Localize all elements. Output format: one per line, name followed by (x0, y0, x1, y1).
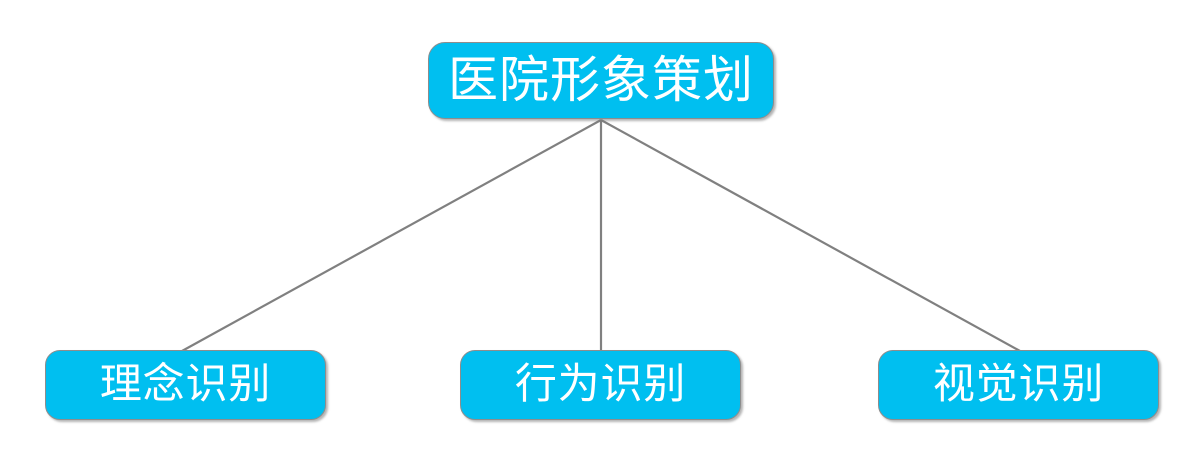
node-root-label: 医院形象策划 (448, 51, 754, 108)
node-child-visual-identity[interactable]: 视觉识别 (878, 350, 1159, 420)
node-child-mind-identity[interactable]: 理念识别 (45, 350, 326, 420)
node-child-behavior-identity[interactable]: 行为识别 (460, 350, 741, 420)
node-child-visual-identity-label: 视觉识别 (932, 360, 1105, 407)
connector-root-to-right (600, 119, 1021, 352)
node-child-behavior-identity-label: 行为识别 (514, 360, 687, 407)
node-child-mind-identity-label: 理念识别 (99, 360, 272, 407)
connector-root-to-left (181, 119, 602, 352)
node-root[interactable]: 医院形象策划 (428, 42, 774, 119)
